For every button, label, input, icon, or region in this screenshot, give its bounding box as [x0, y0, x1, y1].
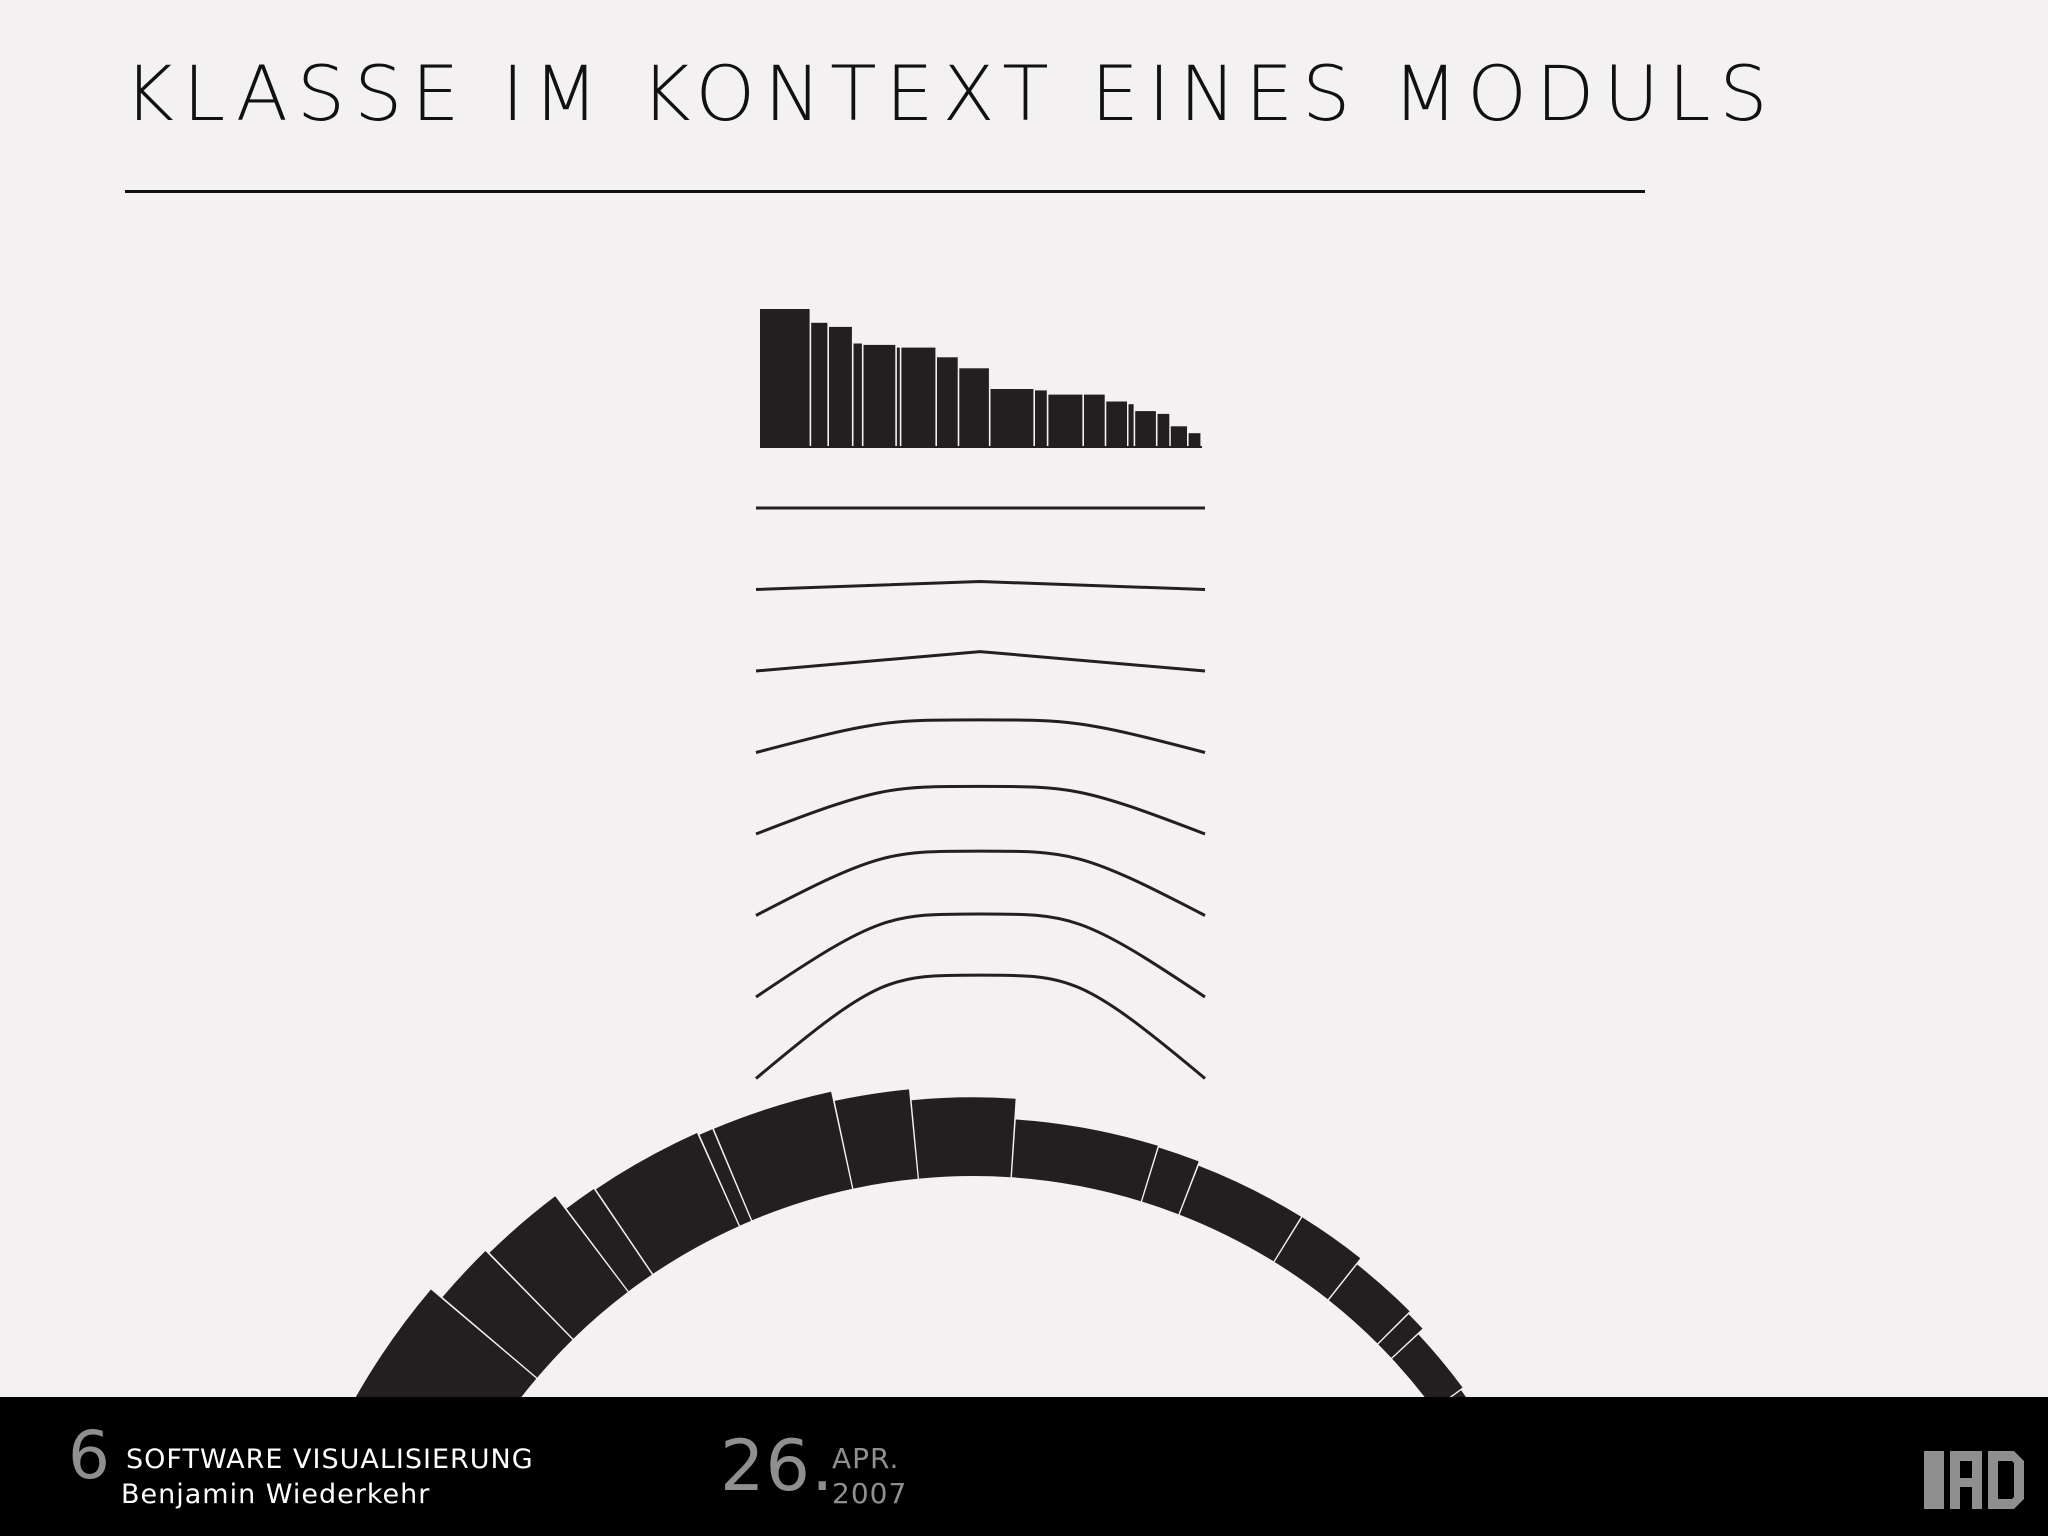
bar — [829, 326, 852, 447]
bar — [959, 368, 989, 447]
arc-bar — [1378, 1314, 1423, 1358]
arc-bar — [566, 1189, 652, 1292]
bar — [1106, 401, 1127, 447]
arc-bar — [1142, 1147, 1199, 1215]
arc-bar — [354, 1289, 537, 1400]
bend-line — [755, 579, 1206, 591]
arc-bar — [1179, 1165, 1301, 1262]
bend-line — [755, 912, 1206, 999]
footer-bar: 6 SOFTWARE VISUALISIERUNG Benjamin Wiede… — [0, 1397, 2048, 1536]
bar — [811, 322, 828, 447]
arc-bar — [834, 1089, 918, 1189]
arc-bar — [1011, 1119, 1158, 1202]
bar — [853, 343, 862, 447]
title-divider — [125, 190, 1645, 193]
slide-number: 6 — [68, 1417, 110, 1494]
bar — [760, 309, 810, 447]
arc-bar — [1328, 1264, 1410, 1344]
bending-lines — [755, 506, 1206, 1080]
author-name: Benjamin Wiederkehr — [121, 1479, 431, 1510]
iad-logo-icon — [1924, 1451, 2024, 1509]
page-title: KLASSE IM KONTEXT EINES MODULS — [124, 49, 1777, 138]
bar — [1135, 411, 1156, 447]
bar — [1035, 390, 1047, 447]
bar — [1170, 426, 1187, 447]
bar — [1128, 404, 1134, 447]
bend-line — [755, 718, 1206, 754]
arc-bar-strip — [354, 1089, 1469, 1400]
bar — [863, 344, 896, 447]
top-bar-strip — [760, 309, 1202, 448]
arc-bar — [442, 1251, 573, 1378]
bar — [1084, 394, 1105, 447]
arc-bar — [911, 1097, 1016, 1179]
bar — [1048, 394, 1083, 447]
bar — [1157, 413, 1170, 447]
bar — [1188, 433, 1201, 447]
arc-bar — [1392, 1334, 1463, 1400]
series-title: SOFTWARE VISUALISIERUNG — [126, 1444, 534, 1475]
morph-diagram — [354, 309, 1469, 1400]
bar — [990, 389, 1034, 447]
arc-bar — [489, 1196, 628, 1339]
date-month: APR. — [832, 1442, 900, 1475]
bar — [901, 347, 936, 447]
date-year: 2007 — [832, 1477, 908, 1510]
date-day: 26. — [720, 1425, 835, 1507]
bar — [937, 357, 958, 447]
bar — [896, 347, 900, 447]
bend-line — [755, 784, 1206, 836]
arc-bar — [699, 1129, 751, 1226]
bend-line — [755, 650, 1206, 673]
arc-bar — [595, 1133, 739, 1274]
arc-bar — [713, 1091, 853, 1221]
bend-line — [755, 849, 1206, 917]
bend-line — [755, 973, 1206, 1080]
arc-bar — [1274, 1217, 1361, 1300]
